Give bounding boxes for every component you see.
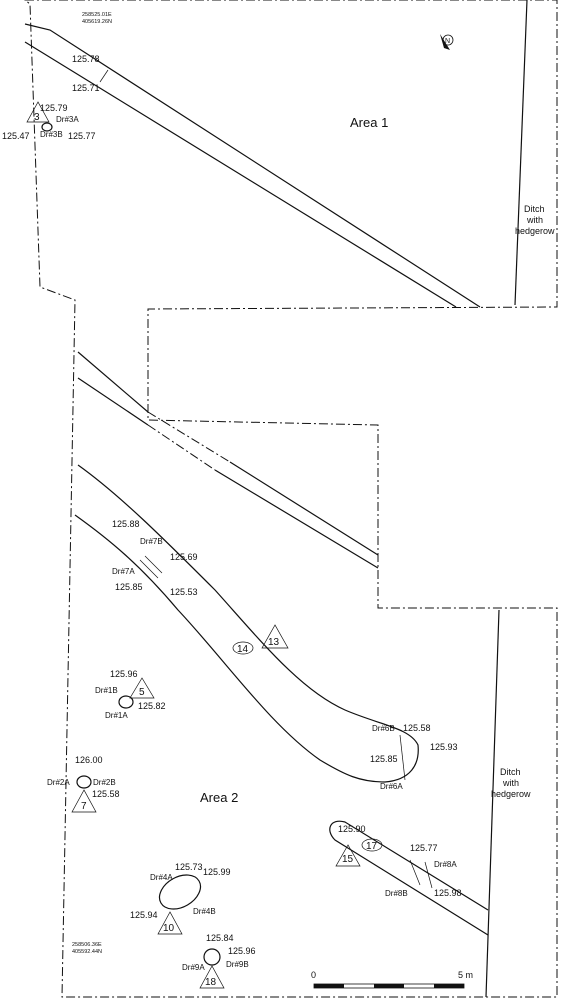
svg-text:17: 17: [366, 841, 378, 852]
area-1-label: Area 1: [350, 115, 388, 130]
ditch-label-1: Ditch: [524, 204, 545, 214]
ditch-label-5: with: [502, 778, 519, 788]
pit-3: [41, 122, 53, 132]
feature-17-outline: [329, 820, 489, 936]
north-arrow-icon: N: [440, 34, 454, 50]
drawing-ref: Dr#7B: [140, 537, 163, 546]
drawing-ref: Dr#6B: [372, 724, 395, 733]
drawing-ref: Dr#3A: [56, 115, 79, 124]
drawing-ref: Dr#7A: [112, 567, 135, 576]
pit-18: [203, 948, 221, 966]
linear-feature-mid-north: [77, 351, 149, 413]
level-label: 125.85: [115, 582, 143, 592]
level-label: 125.96: [228, 946, 256, 956]
svg-text:10: 10: [163, 923, 175, 934]
level-label: 126.00: [75, 755, 103, 765]
svg-text:3: 3: [34, 112, 40, 123]
section-8: [409, 859, 433, 889]
pit-5: [118, 695, 134, 709]
drawing-ref: Dr#4A: [150, 873, 173, 882]
section-6: [399, 734, 406, 781]
area-2-label: Area 2: [200, 790, 238, 805]
svg-text:13: 13: [268, 637, 280, 648]
feature-14-outline: [74, 464, 419, 783]
drawing-ref: Dr#1A: [105, 711, 128, 720]
scale-bar: 0 5 m: [311, 970, 473, 989]
north-label: N: [445, 38, 450, 45]
level-label: 125.85: [370, 754, 398, 764]
sample-triangle: 5: [129, 677, 155, 699]
pit-10: [158, 874, 202, 910]
level-label: 125.53: [170, 587, 198, 597]
ditch-hedgerow-area2: [485, 609, 500, 998]
area1-boundary: [24, 0, 558, 998]
level-label: 125.93: [430, 742, 458, 752]
ditch-label-3: hedgerow: [515, 226, 555, 236]
svg-text:5: 5: [139, 687, 145, 698]
linear-feature-mid-south-2: [214, 469, 379, 569]
section-line-area1: [99, 69, 109, 83]
coord-top-e: 258525.01E: [82, 12, 112, 18]
level-label: 125.79: [40, 103, 68, 113]
sample-triangle: 3: [26, 101, 50, 123]
coord-bottom-e: 258506.36E: [72, 942, 102, 948]
level-label: 125.58: [403, 723, 431, 733]
level-label: 125.73: [175, 862, 203, 872]
level-label: 125.77: [68, 131, 96, 141]
level-label: 125.58: [92, 789, 120, 799]
level-label: 125.47: [2, 131, 30, 141]
drawing-ref: Dr#8A: [434, 860, 457, 869]
drawing-ref: Dr#2A: [47, 778, 70, 787]
level-label: 125.77: [410, 843, 438, 853]
sample-triangle: 10: [157, 911, 183, 935]
linear-feature-mid-north-dash: [147, 411, 231, 463]
coord-top-n: 405619.26N: [82, 19, 112, 25]
context-oval: 14: [232, 641, 254, 655]
coord-bottom-n: 405592.44N: [72, 949, 102, 955]
ditch-label-2: with: [526, 215, 543, 225]
linear-feature-mid-north-2: [229, 461, 379, 556]
linear-feature-area1-north-edge: [24, 23, 481, 308]
level-label: 125.94: [130, 910, 158, 920]
context-oval: 17: [361, 838, 383, 852]
svg-text:15: 15: [342, 854, 354, 865]
level-label: 125.82: [138, 701, 166, 711]
level-label: 125.96: [110, 669, 138, 679]
svg-text:14: 14: [237, 644, 249, 655]
ditch-hedgerow-area1: [514, 0, 528, 306]
drawing-ref: Dr#2B: [93, 778, 116, 787]
level-label: 125.98: [434, 888, 462, 898]
scale-start: 0: [311, 970, 316, 980]
level-label: 125.78: [72, 54, 100, 64]
svg-text:18: 18: [205, 977, 217, 988]
section-7: [139, 555, 163, 579]
level-label: 125.84: [206, 933, 234, 943]
level-label: 125.99: [203, 867, 231, 877]
ditch-label-4: Ditch: [500, 767, 521, 777]
level-label: 125.69: [170, 552, 198, 562]
svg-text:7: 7: [81, 801, 87, 812]
drawing-ref: Dr#8B: [385, 889, 408, 898]
linear-feature-area1-south-edge: [24, 41, 457, 308]
drawing-ref: Dr#9B: [226, 960, 249, 969]
scale-end: 5 m: [458, 970, 473, 980]
sample-triangle: 7: [71, 789, 97, 813]
linear-feature-mid-south-dash: [147, 424, 216, 471]
level-label: 125.90: [338, 824, 366, 834]
drawing-ref: Dr#4B: [193, 907, 216, 916]
linear-feature-mid-south: [77, 377, 149, 426]
pit-7: [76, 775, 92, 789]
ditch-label-6: hedgerow: [491, 789, 531, 799]
level-label: 125.71: [72, 83, 100, 93]
sample-triangle: 18: [199, 965, 225, 989]
level-label: 125.88: [112, 519, 140, 529]
drawing-ref: Dr#1B: [95, 686, 118, 695]
sample-triangle: 15: [335, 844, 361, 867]
sample-triangle: 13: [261, 624, 289, 649]
drawing-ref: Dr#6A: [380, 782, 403, 791]
drawing-ref: Dr#3B: [40, 130, 63, 139]
drawing-ref: Dr#9A: [182, 963, 205, 972]
